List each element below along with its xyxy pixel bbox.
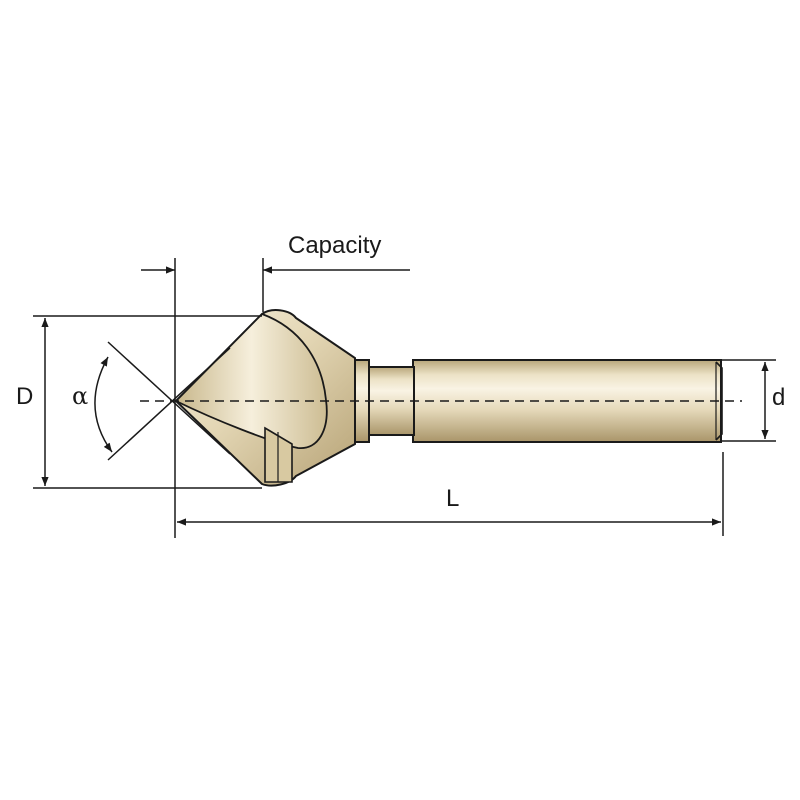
cone-flute: [174, 312, 328, 449]
capacity-label: Capacity: [288, 232, 381, 259]
angle-line-upper: [107, 341, 231, 455]
angle-line-lower: [107, 347, 231, 461]
alpha-label: α: [72, 382, 88, 410]
angle-arc: [94, 356, 113, 453]
D-label: D: [16, 383, 33, 410]
d-label: d: [772, 384, 785, 411]
dimension-lines: [33, 258, 776, 538]
shank-chamfer: [715, 361, 723, 441]
neck: [367, 366, 415, 436]
tool-body: [174, 309, 723, 487]
L-label: L: [446, 485, 459, 512]
